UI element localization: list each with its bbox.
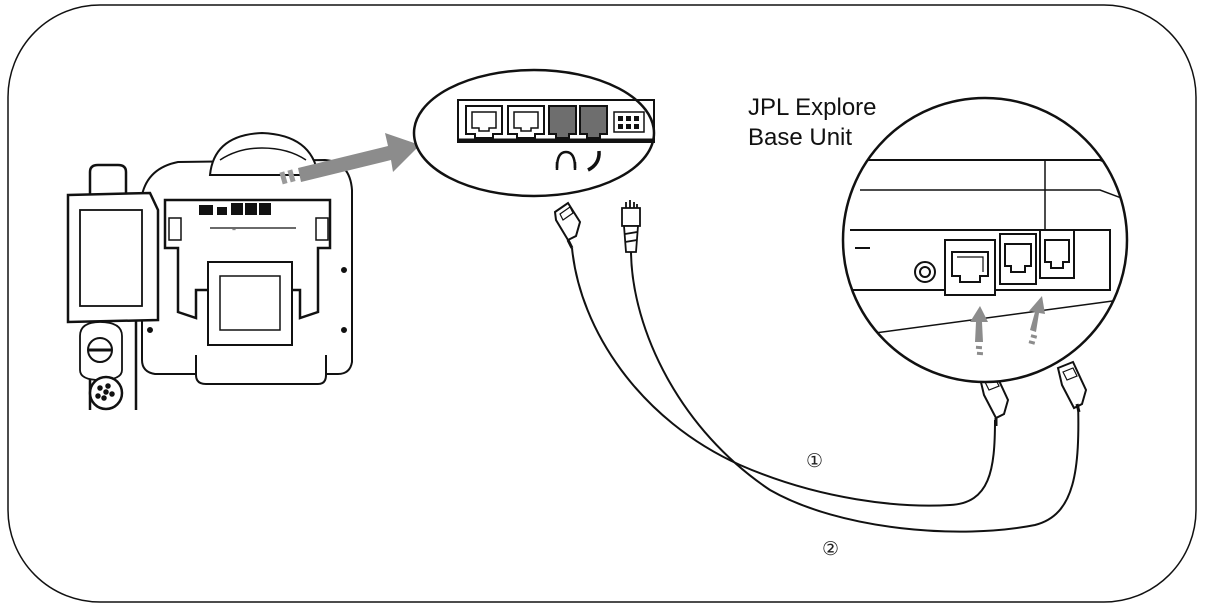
rj-connector-base-2	[1056, 360, 1088, 413]
ip-phone-back: –	[141, 131, 353, 385]
handset	[66, 163, 160, 411]
cable-1	[571, 247, 996, 507]
port-zoom-ellipse	[412, 68, 656, 198]
base-unit-zoom	[841, 96, 1129, 384]
handset-icon	[587, 150, 601, 172]
svg-text:–: –	[232, 225, 236, 234]
rj-connector-right	[621, 200, 641, 253]
cable-1-marker: ①	[806, 450, 824, 472]
cable-2	[630, 251, 1080, 533]
cables	[571, 247, 1080, 533]
base-unit-label-line2: Base Unit	[748, 124, 853, 151]
headset-icon	[555, 150, 577, 170]
zoom-arrow	[279, 133, 420, 185]
rj-connector-left	[553, 201, 582, 249]
base-unit-label-line1: JPL Explore	[748, 94, 877, 121]
cable-2-marker: ②	[822, 538, 840, 560]
